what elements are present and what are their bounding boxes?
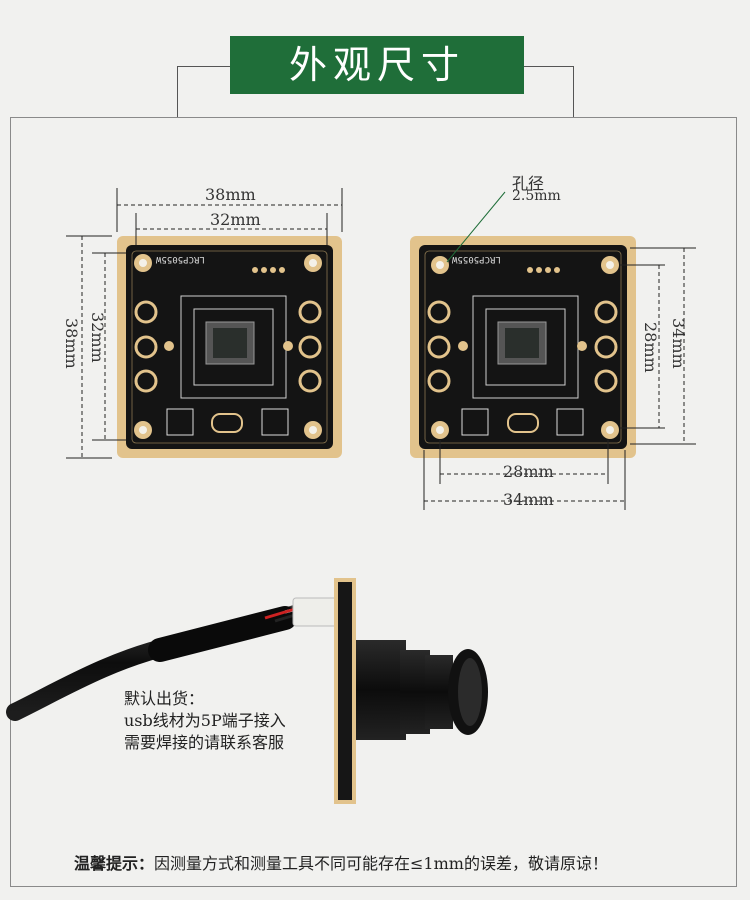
right-outer-height-label: 34mm	[669, 318, 688, 369]
camera-module-photo	[6, 578, 488, 804]
left-dimension-lines	[66, 188, 343, 459]
right-dimension-lines	[423, 247, 696, 510]
hole-leader-line	[446, 191, 506, 263]
left-inner-height-label: 32mm	[88, 312, 107, 363]
left-inner-width-label: 32mm	[210, 210, 261, 229]
page-title: 外观尺寸	[230, 36, 524, 94]
left-outer-width-label: 38mm	[205, 185, 256, 204]
right-outer-width-label: 34mm	[503, 490, 554, 509]
right-inner-width-label: 28mm	[503, 462, 554, 481]
hole-diameter-label: 孔径	[512, 174, 545, 193]
title-bracket-left	[177, 66, 231, 117]
shipping-note: 默认出货： usb线材为5P端子接入 需要焊接的请联系客服	[124, 688, 286, 754]
left-pcb-board	[117, 236, 342, 458]
shipping-note-line1: 默认出货：	[124, 689, 205, 708]
right-inner-height-label: 28mm	[641, 322, 660, 373]
shipping-note-line3: 需要焊接的请联系客服	[124, 733, 285, 752]
shipping-note-line2: usb线材为5P端子接入	[124, 711, 286, 730]
header: 外观尺寸	[0, 0, 750, 120]
right-pcb-board	[410, 236, 636, 458]
hole-diameter-value: 2.5mm	[512, 188, 561, 204]
right-board-model: LRCP5055W	[452, 254, 501, 264]
footer-prefix: 温馨提示：	[74, 854, 155, 873]
left-board-model: LRCP5055W	[156, 254, 205, 264]
footer-tip: 温馨提示：因测量方式和测量工具不同可能存在≤1mm的误差，敬请原谅！	[74, 850, 608, 874]
title-bracket-right	[524, 66, 574, 117]
footer-text: 因测量方式和测量工具不同可能存在≤1mm的误差，敬请原谅！	[154, 854, 608, 873]
left-outer-height-label: 38mm	[62, 318, 81, 369]
content-panel	[10, 117, 737, 887]
